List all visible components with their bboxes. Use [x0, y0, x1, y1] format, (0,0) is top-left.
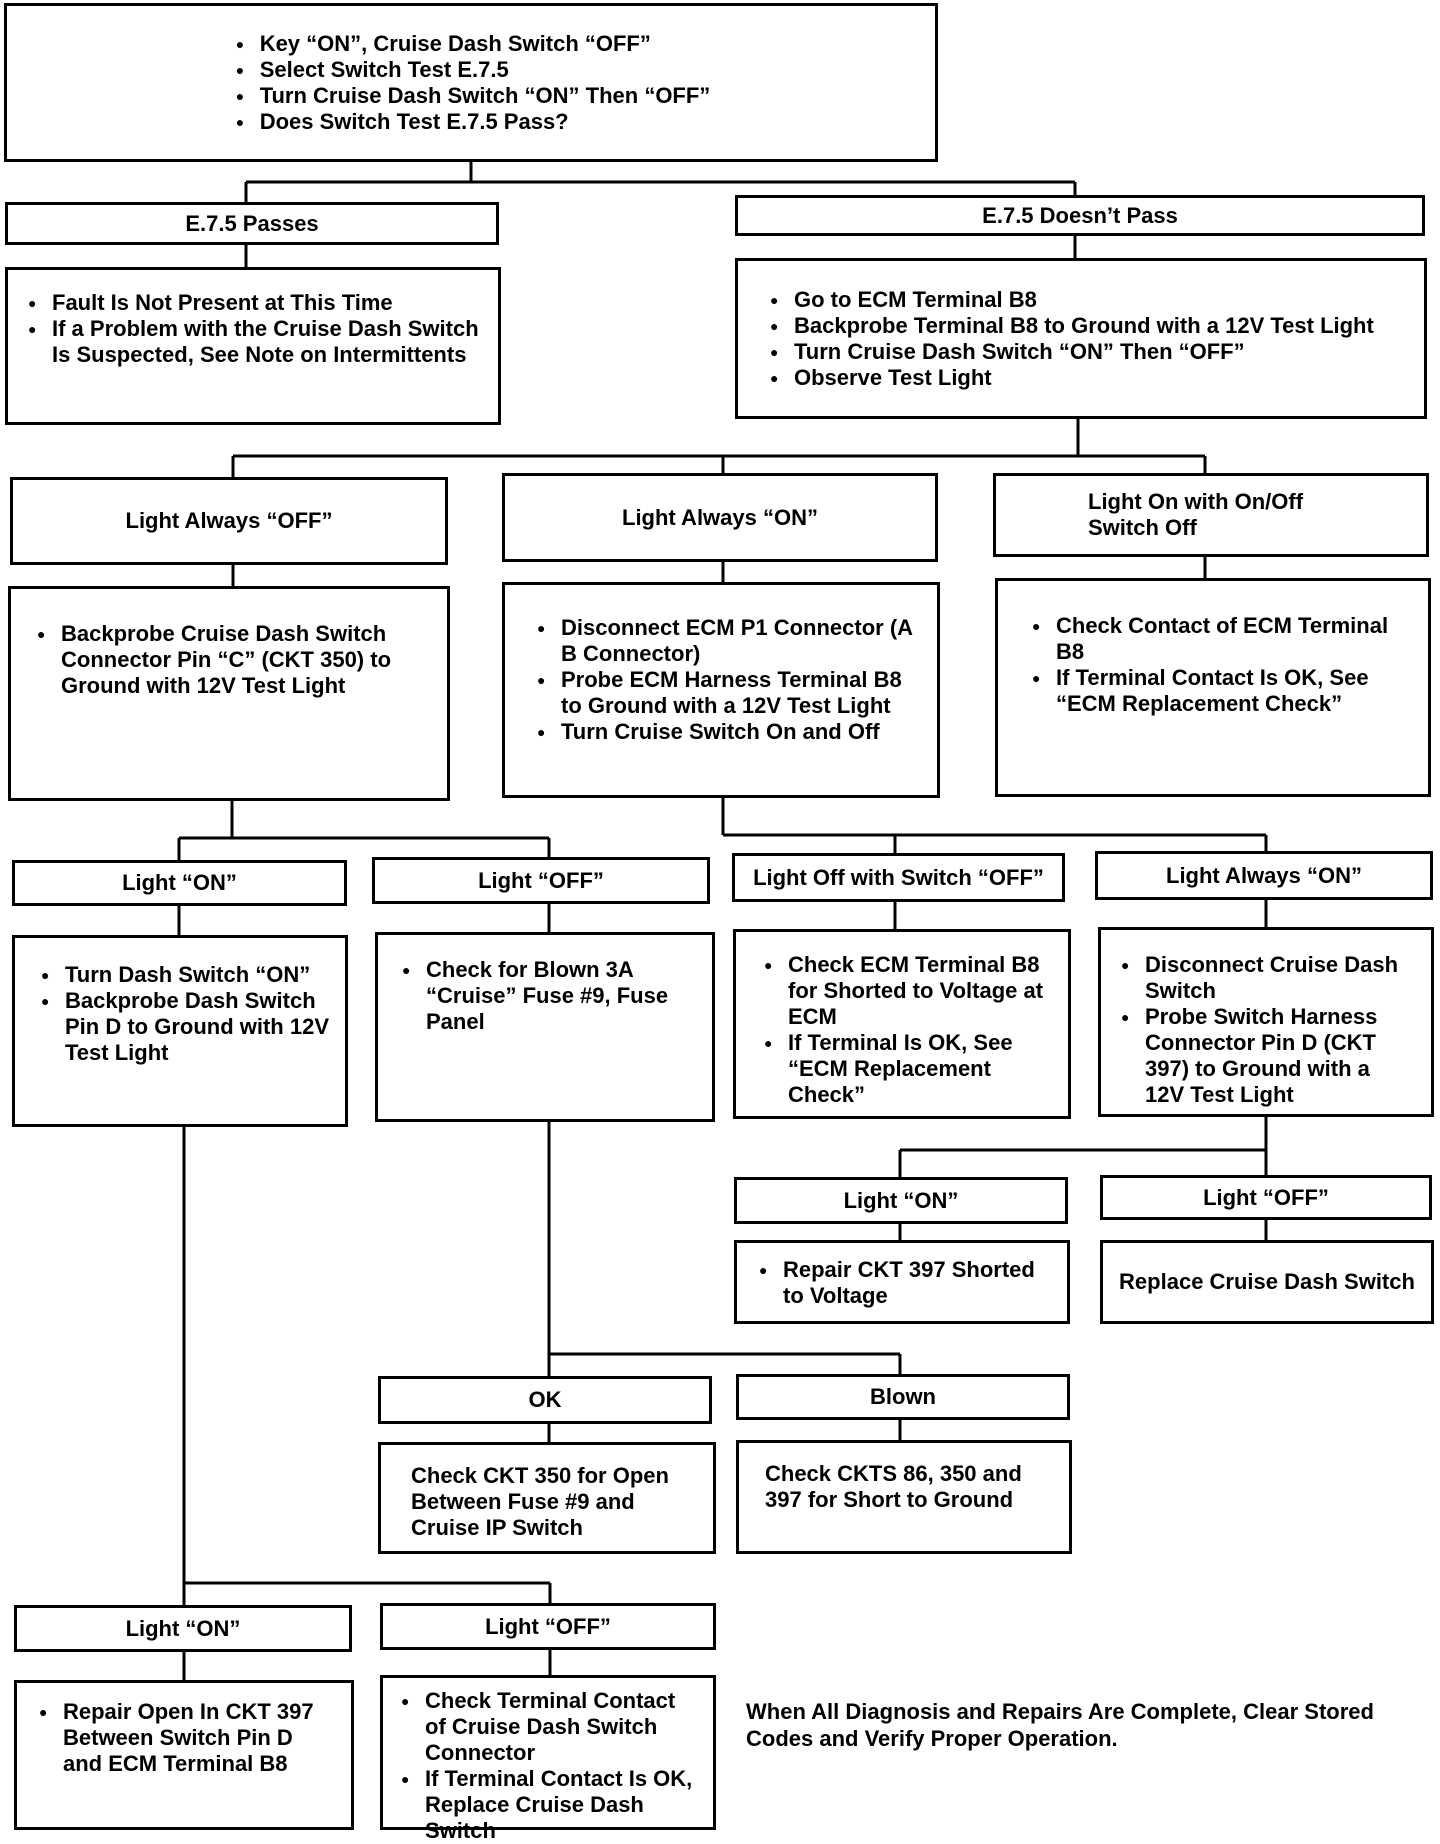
on-switch-off-item: Check Contact of ECM Terminal B8 — [1028, 613, 1412, 665]
a-off-steps-box: Check for Blown 3A “Cruise” Fuse #9, Fus… — [375, 932, 715, 1122]
fuse-blown-action-box: Check CKTS 86, 350 and 397 for Short to … — [736, 1440, 1072, 1554]
always-off-item: Backprobe Cruise Dash Switch Connector P… — [33, 621, 431, 699]
not-pass-item: Backprobe Terminal B8 to Ground with a 1… — [766, 313, 1408, 339]
always-on-item: Turn Cruise Switch On and Off — [533, 719, 921, 745]
d-off-label: Light “OFF” — [380, 1603, 716, 1650]
a-off-item: Check for Blown 3A “Cruise” Fuse #9, Fus… — [398, 957, 696, 1035]
d-off-steps-box: Check Terminal Contact of Cruise Dash Sw… — [380, 1675, 716, 1843]
d-off-item: If Terminal Contact Is OK, Replace Cruis… — [397, 1766, 697, 1844]
d-on-steps-box: Repair Open In CKT 397 Between Switch Pi… — [14, 1680, 354, 1830]
on-switch-off-label: Light On with On/Off Switch Off — [993, 473, 1429, 557]
not-pass-item: Observe Test Light — [766, 365, 1408, 391]
not-pass-steps-box: Go to ECM Terminal B8 Backprobe Terminal… — [735, 258, 1427, 419]
c-off-action-text: Replace Cruise Dash Switch — [1119, 1269, 1415, 1294]
b-on-item: Disconnect Cruise Dash Switch — [1117, 952, 1415, 1004]
always-off-label: Light Always “OFF” — [10, 477, 448, 565]
c-off-label: Light “OFF” — [1100, 1175, 1432, 1220]
start-step-item: Select Switch Test E.7.5 — [232, 57, 711, 83]
start-step-item: Does Switch Test E.7.5 Pass? — [232, 109, 711, 135]
on-switch-off-steps-box: Check Contact of ECM Terminal B8 If Term… — [995, 578, 1431, 797]
passes-item: If a Problem with the Cruise Dash Switch… — [24, 316, 482, 368]
always-on-item: Probe ECM Harness Terminal B8 to Ground … — [533, 667, 921, 719]
b-off-steps-box: Check ECM Terminal B8 for Shorted to Vol… — [733, 929, 1071, 1119]
not-pass-item: Go to ECM Terminal B8 — [766, 287, 1408, 313]
d-on-item: Repair Open In CKT 397 Between Switch Pi… — [35, 1699, 335, 1777]
d-on-label: Light “ON” — [14, 1605, 352, 1652]
fuse-blown-label: Blown — [736, 1374, 1070, 1420]
passes-result-box: Fault Is Not Present at This Time If a P… — [5, 267, 501, 425]
not-pass-item: Turn Cruise Dash Switch “ON” Then “OFF” — [766, 339, 1408, 365]
always-on-item: Disconnect ECM P1 Connector (A B Connect… — [533, 615, 921, 667]
fuse-ok-action-text: Check CKT 350 for Open Between Fuse #9 a… — [411, 1463, 669, 1540]
start-step-list: Key “ON”, Cruise Dash Switch “OFF” Selec… — [232, 31, 711, 135]
b-off-item: If Terminal Is OK, See “ECM Replacement … — [760, 1030, 1052, 1108]
final-note: When All Diagnosis and Repairs Are Compl… — [746, 1699, 1374, 1751]
a-on-steps-box: Turn Dash Switch “ON” Backprobe Dash Swi… — [12, 935, 348, 1127]
b-off-label: Light Off with Switch “OFF” — [732, 853, 1065, 902]
always-on-steps-box: Disconnect ECM P1 Connector (A B Connect… — [502, 582, 940, 798]
c-off-action-box: Replace Cruise Dash Switch — [1100, 1240, 1434, 1324]
b-on-label: Light Always “ON” — [1095, 851, 1433, 900]
on-switch-off-item: If Terminal Contact Is OK, See “ECM Repl… — [1028, 665, 1412, 717]
start-step-box: Key “ON”, Cruise Dash Switch “OFF” Selec… — [4, 3, 938, 162]
b-off-item: Check ECM Terminal B8 for Shorted to Vol… — [760, 952, 1052, 1030]
start-step-item: Turn Cruise Dash Switch “ON” Then “OFF” — [232, 83, 711, 109]
passes-label: E.7.5 Passes — [5, 202, 499, 245]
c-on-item: Repair CKT 397 Shorted to Voltage — [755, 1257, 1051, 1309]
start-step-item: Key “ON”, Cruise Dash Switch “OFF” — [232, 31, 711, 57]
a-on-item: Backprobe Dash Switch Pin D to Ground wi… — [37, 988, 329, 1066]
a-on-label: Light “ON” — [12, 860, 347, 906]
c-on-steps-box: Repair CKT 397 Shorted to Voltage — [734, 1240, 1070, 1324]
a-off-label: Light “OFF” — [372, 857, 710, 904]
on-switch-off-label-text: Light On with On/Off Switch Off — [1088, 489, 1304, 540]
b-on-steps-box: Disconnect Cruise Dash Switch Probe Swit… — [1098, 927, 1434, 1117]
always-on-label: Light Always “ON” — [502, 473, 938, 562]
passes-item: Fault Is Not Present at This Time — [24, 290, 482, 316]
b-on-item: Probe Switch Harness Connector Pin D (CK… — [1117, 1004, 1415, 1108]
fuse-ok-label: OK — [378, 1376, 712, 1424]
a-on-item: Turn Dash Switch “ON” — [37, 962, 329, 988]
not-pass-label: E.7.5 Doesn’t Pass — [735, 195, 1425, 236]
c-on-label: Light “ON” — [734, 1177, 1068, 1224]
fuse-blown-action-text: Check CKTS 86, 350 and 397 for Short to … — [765, 1461, 1022, 1512]
d-off-item: Check Terminal Contact of Cruise Dash Sw… — [397, 1688, 697, 1766]
fuse-ok-action-box: Check CKT 350 for Open Between Fuse #9 a… — [378, 1442, 716, 1554]
always-off-steps-box: Backprobe Cruise Dash Switch Connector P… — [8, 586, 450, 801]
